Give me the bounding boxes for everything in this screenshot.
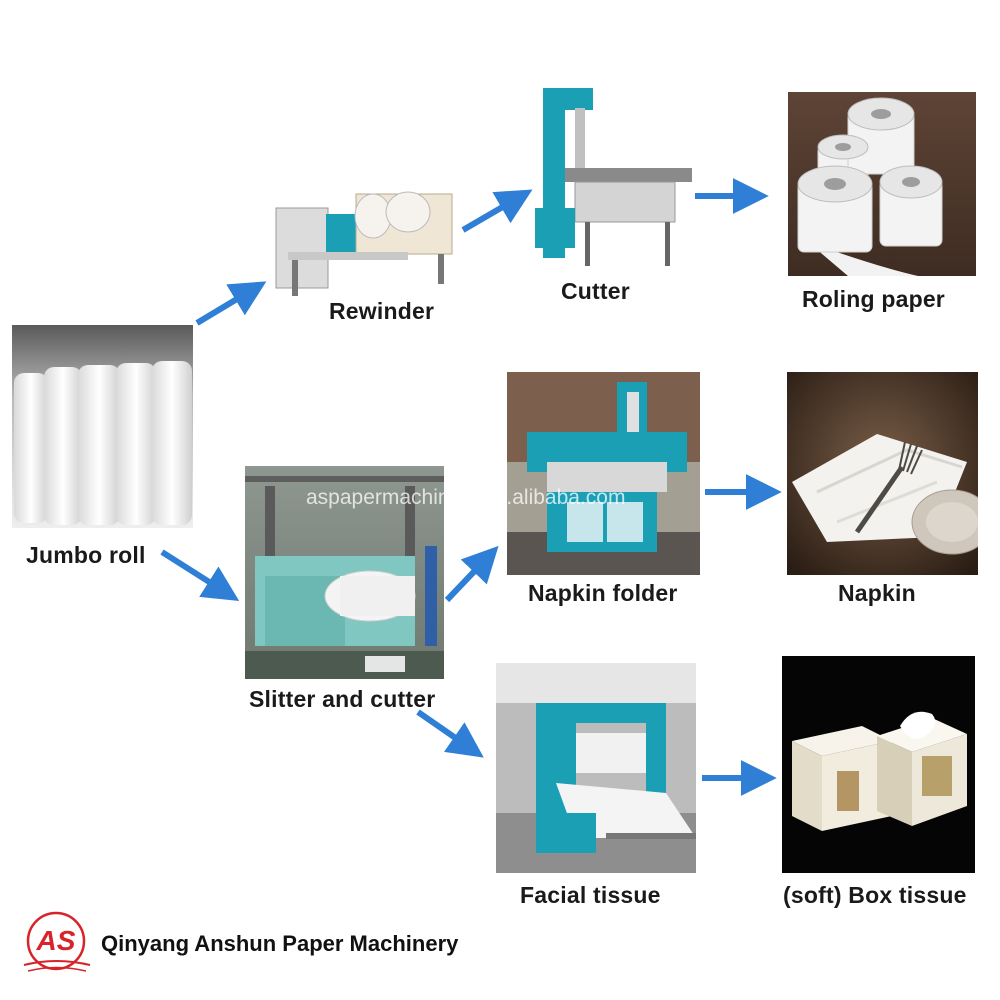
label-jumbo-roll: Jumbo roll [26,542,146,568]
label-napkin-folder: Napkin folder [528,580,678,606]
arrow-rewinder-to-cutter [461,189,533,233]
label-box-tissue: (soft) Box tissue [783,882,967,908]
napkin-folder-image [507,372,700,575]
company-logo-icon: AS [18,905,96,983]
cutter-image [535,88,692,266]
label-rewinder: Rewinder [329,298,435,324]
arrow-jumbo-to-slitter [160,549,240,602]
label-napkin: Napkin [838,580,916,606]
arrow-slitter-to-facial-tissue [416,709,484,758]
logo-text: AS [36,925,76,956]
label-cutter: Cutter [561,278,630,304]
arrow-slitter-to-napkin-folder [444,545,499,603]
arrow-jumbo-to-rewinder [195,281,267,326]
jumbo-roll-image [12,325,193,528]
label-slitter-cutter: Slitter and cutter [249,686,436,712]
label-facial-tissue: Facial tissue [520,882,661,908]
label-roling-paper: Roling paper [802,286,945,312]
rewinder-image [268,180,460,298]
napkin-image [787,372,978,575]
box-tissue-image [782,656,975,873]
watermark-text: aspapermachinery.en.alibaba.com [306,486,626,509]
company-name: Qinyang Anshun Paper Machinery [101,931,459,956]
facial-tissue-image [496,663,696,873]
roling-paper-image [788,92,976,276]
slitter-cutter-image [245,466,444,679]
